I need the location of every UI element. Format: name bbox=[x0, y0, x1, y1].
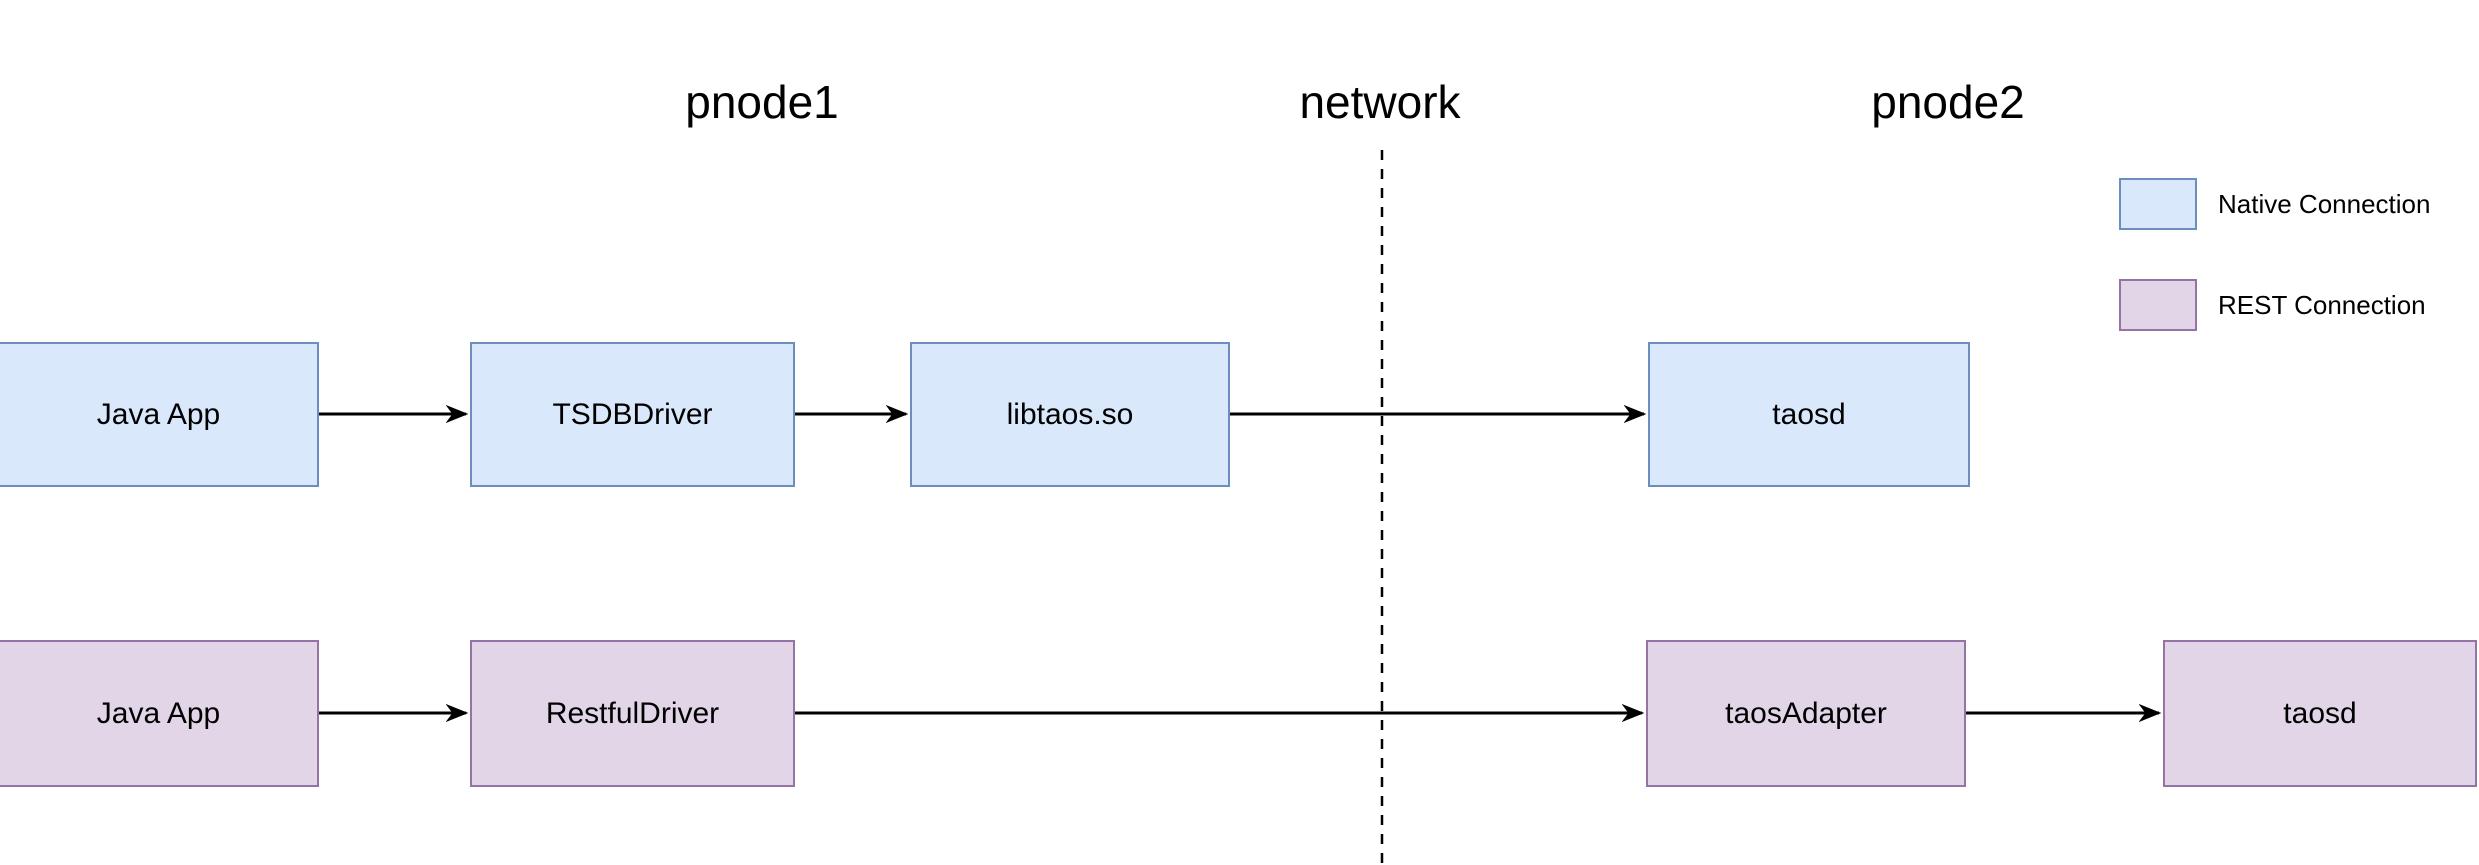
node-libtaos-so: libtaos.so bbox=[910, 342, 1230, 487]
legend-label-native-connection: Native Connection bbox=[2218, 188, 2431, 219]
legend-label-rest-connection: REST Connection bbox=[2218, 289, 2426, 320]
node-taosadapter: taosAdapter bbox=[1646, 640, 1966, 787]
legend-swatch-rest-connection bbox=[2119, 279, 2197, 331]
node-java-app-native: Java App bbox=[0, 342, 319, 487]
legend-swatch-native-connection bbox=[2119, 178, 2197, 230]
node-restfuldriver: RestfulDriver bbox=[470, 640, 795, 787]
node-taosd-native: taosd bbox=[1648, 342, 1970, 487]
node-taosd-rest: taosd bbox=[2163, 640, 2477, 787]
zone-label-pnode2: pnode2 bbox=[1871, 76, 2025, 128]
legend-entry-rest: REST Connection bbox=[2119, 279, 2426, 331]
legend-entry-native: Native Connection bbox=[2119, 178, 2430, 230]
zone-label-pnode1: pnode1 bbox=[685, 76, 839, 128]
zone-label-network: network bbox=[1299, 76, 1461, 128]
node-java-app-rest: Java App bbox=[0, 640, 319, 787]
node-tsdbdriver: TSDBDriver bbox=[470, 342, 795, 487]
